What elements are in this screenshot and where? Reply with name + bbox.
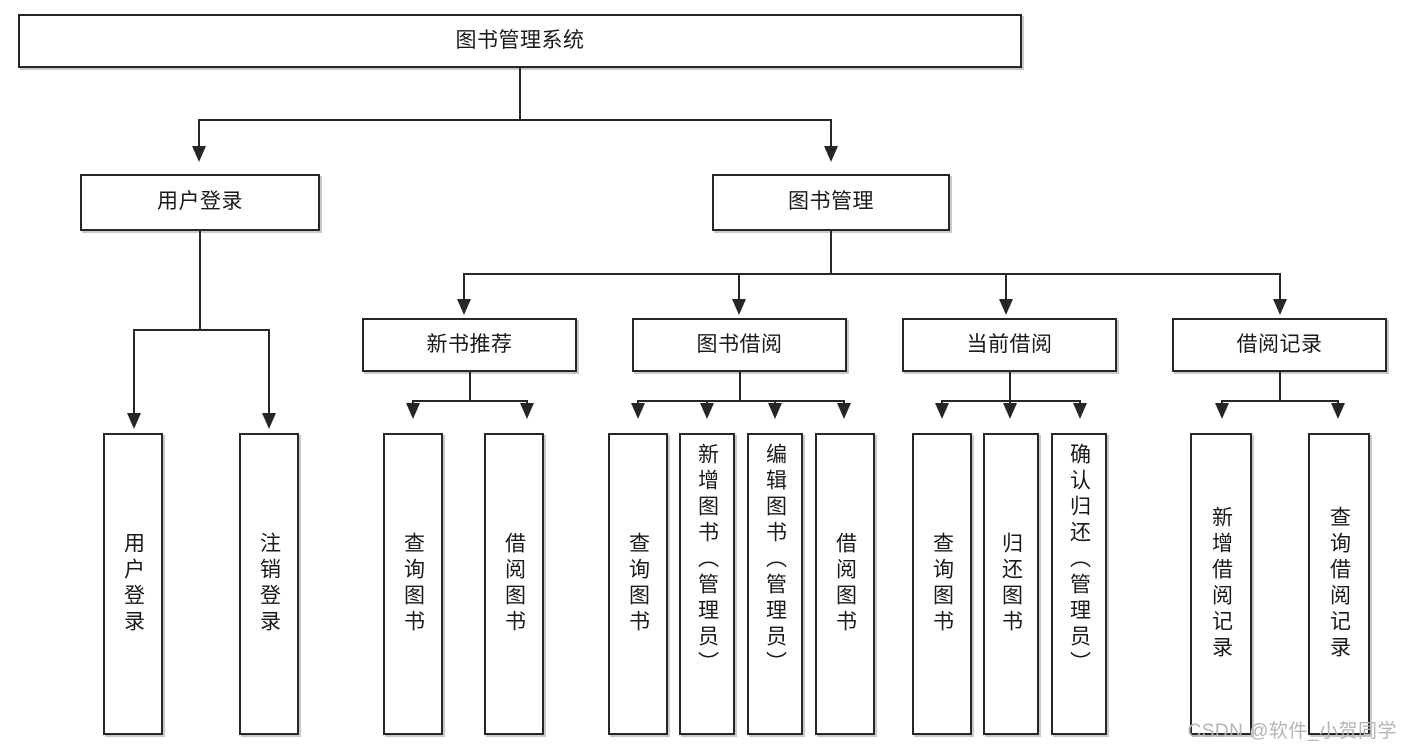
node-current-borrow[interactable]: 当前借阅 <box>902 318 1117 372</box>
node-label: 借阅图书 <box>833 532 857 636</box>
connector-drop-borrow-record <box>1279 273 1281 301</box>
connector-newbook-stem <box>469 372 471 401</box>
leaf-bb-borrow-book[interactable]: 借阅图书 <box>815 433 875 735</box>
connector-drop-new-book <box>463 273 465 301</box>
node-new-book-recommend[interactable]: 新书推荐 <box>362 318 577 372</box>
connector-bookborrow-bus <box>637 400 845 402</box>
node-label: 查询图书 <box>930 532 954 636</box>
node-label: 图书管理 <box>788 190 874 214</box>
connector-currentborrow-stem <box>1009 372 1011 401</box>
node-label: 新书推荐 <box>426 332 513 356</box>
arrowhead-cb-query <box>935 403 949 419</box>
node-label: 编辑图书（管理员） <box>763 443 787 677</box>
leaf-cb-return-book[interactable]: 归还图书 <box>983 433 1039 735</box>
arrowhead-book-borrow <box>732 299 746 315</box>
arrowhead-bb-borrow <box>837 403 851 419</box>
node-label: 图书管理系统 <box>455 28 585 52</box>
arrowhead-br-query <box>1331 403 1345 419</box>
connector-book-manage-bus <box>463 273 1281 275</box>
node-label: 借阅图书 <box>502 532 526 636</box>
leaf-br-add-record[interactable]: 新增借阅记录 <box>1190 433 1252 735</box>
arrowhead-newbook-borrow <box>520 403 534 419</box>
arrowhead-newbook-query <box>406 403 420 419</box>
leaf-newbook-query-book[interactable]: 查询图书 <box>383 433 443 735</box>
connector-currentborrow-bus <box>941 400 1081 402</box>
node-label: 注销登录 <box>257 532 281 636</box>
arrowhead-bb-edit <box>768 403 782 419</box>
node-book-borrow[interactable]: 图书借阅 <box>632 318 847 372</box>
connector-drop-leaf-logout <box>268 329 270 415</box>
arrowhead-user-login <box>192 146 206 162</box>
node-book-management[interactable]: 图书管理 <box>712 174 950 231</box>
arrowhead-new-book <box>457 299 471 315</box>
leaf-bb-edit-book[interactable]: 编辑图书（管理员） <box>747 433 803 735</box>
node-label: 新增借阅记录 <box>1209 506 1233 662</box>
connector-borrowrecord-stem <box>1279 372 1281 401</box>
leaf-cb-confirm-return[interactable]: 确认归还（管理员） <box>1051 433 1107 735</box>
arrowhead-bb-add <box>700 403 714 419</box>
connector-drop-book-borrow <box>738 273 740 301</box>
connector-newbook-bus <box>412 400 528 402</box>
arrowhead-current-borrow <box>999 299 1013 315</box>
arrowhead-bb-query <box>631 403 645 419</box>
node-label: 归还图书 <box>999 532 1023 636</box>
node-root-system[interactable]: 图书管理系统 <box>18 14 1022 68</box>
node-label: 查询借阅记录 <box>1327 506 1351 662</box>
node-label: 查询图书 <box>401 532 425 636</box>
node-label: 图书借阅 <box>696 332 783 356</box>
connector-bookborrow-stem <box>739 372 741 401</box>
node-label: 借阅记录 <box>1236 332 1323 356</box>
arrowhead-cb-confirm <box>1073 403 1087 419</box>
connector-book-manage-stem <box>830 231 832 274</box>
arrowhead-borrow-record <box>1273 299 1287 315</box>
leaf-br-query-record[interactable]: 查询借阅记录 <box>1308 433 1370 735</box>
node-label: 用户登录 <box>157 190 243 214</box>
connector-drop-current-borrow <box>1005 273 1007 301</box>
connector-drop-leaf-user-login <box>133 329 135 415</box>
arrowhead-leaf-user-login <box>127 413 141 429</box>
node-borrow-record[interactable]: 借阅记录 <box>1172 318 1387 372</box>
connector-root-bus <box>198 119 832 121</box>
node-user-login[interactable]: 用户登录 <box>80 174 320 231</box>
connector-drop-book-manage <box>830 119 832 148</box>
arrowhead-book-manage <box>824 146 838 162</box>
node-label: 查询图书 <box>626 532 650 636</box>
leaf-user-login[interactable]: 用户登录 <box>103 433 163 735</box>
connector-borrowrecord-bus <box>1221 400 1339 402</box>
arrowhead-leaf-logout <box>262 413 276 429</box>
connector-user-login-bus <box>133 329 269 331</box>
leaf-bb-query-book[interactable]: 查询图书 <box>608 433 668 735</box>
leaf-bb-add-book[interactable]: 新增图书（管理员） <box>679 433 735 735</box>
node-label: 新增图书（管理员） <box>695 443 719 677</box>
connector-user-login-stem <box>199 231 201 330</box>
leaf-cb-query-book[interactable]: 查询图书 <box>912 433 972 735</box>
node-label: 当前借阅 <box>966 332 1053 356</box>
connector-drop-user-login <box>198 119 200 148</box>
arrowhead-cb-return <box>1003 403 1017 419</box>
connector-root-stem <box>519 68 521 120</box>
node-label: 用户登录 <box>121 532 145 636</box>
leaf-logout[interactable]: 注销登录 <box>239 433 299 735</box>
leaf-newbook-borrow-book[interactable]: 借阅图书 <box>484 433 544 735</box>
node-label: 确认归还（管理员） <box>1067 443 1091 677</box>
arrowhead-br-add <box>1215 403 1229 419</box>
